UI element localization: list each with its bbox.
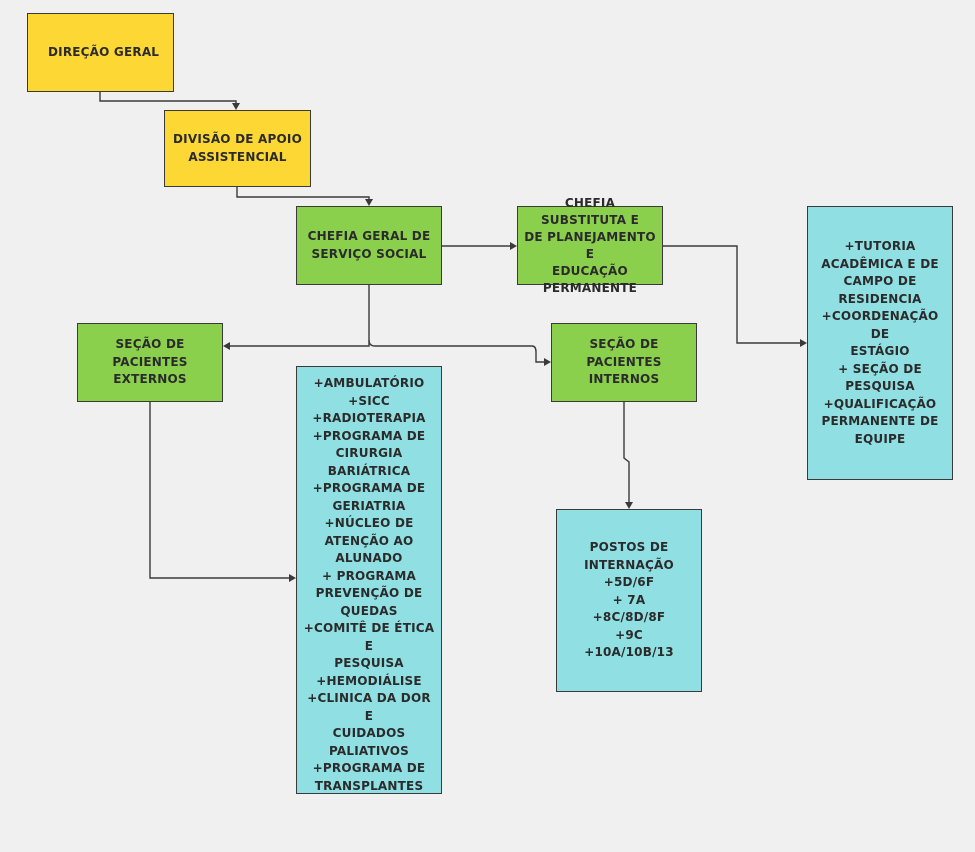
edge-externos-ambul xyxy=(149,402,289,579)
edge-direcao-divisao xyxy=(99,92,237,103)
node-label: DIVISÃO DE APOIO ASSISTENCIAL xyxy=(173,132,302,164)
arrowhead-internos xyxy=(544,358,551,366)
node-label: +TUTORIA ACADÊMICA E DE CAMPO DE RESIDEN… xyxy=(821,239,939,446)
node-secao-pacientes-internos[interactable]: SEÇÃO DE PACIENTES INTERNOS xyxy=(551,323,697,402)
arrowhead-postos xyxy=(625,502,633,509)
node-direcao-geral[interactable]: DIREÇÃO GERAL xyxy=(27,13,174,92)
arrowhead-ambul xyxy=(289,574,296,582)
arrowhead-externos xyxy=(223,342,230,350)
node-ambulatorio-programas[interactable]: +AMBULATÓRIO +SICC +RADIOTERAPIA +PROGRA… xyxy=(296,366,442,794)
node-label: POSTOS DE INTERNAÇÃO +5D/6F + 7A +8C/8D/… xyxy=(584,540,674,660)
node-label: SEÇÃO DE PACIENTES INTERNOS xyxy=(586,337,662,387)
arrowhead-divisao xyxy=(232,103,240,110)
edge-chefia-externos xyxy=(230,285,370,347)
node-tutoria-academica[interactable]: +TUTORIA ACADÊMICA E DE CAMPO DE RESIDEN… xyxy=(807,206,953,480)
node-label: CHEFIA SUBSTITUTA E DE PLANEJAMENTO E ED… xyxy=(524,195,656,295)
edge-chefia-internos xyxy=(368,339,544,363)
node-postos-internacao[interactable]: POSTOS DE INTERNAÇÃO +5D/6F + 7A +8C/8D/… xyxy=(556,509,702,692)
edge-subst-tutoria xyxy=(663,245,800,344)
arrowhead-chefia xyxy=(365,199,373,206)
node-label: +AMBULATÓRIO +SICC +RADIOTERAPIA +PROGRA… xyxy=(303,376,435,793)
node-divisao-apoio-assistencial[interactable]: DIVISÃO DE APOIO ASSISTENCIAL xyxy=(164,110,311,187)
node-secao-pacientes-externos[interactable]: SEÇÃO DE PACIENTES EXTERNOS xyxy=(77,323,223,402)
node-chefia-substituta[interactable]: CHEFIA SUBSTITUTA E DE PLANEJAMENTO E ED… xyxy=(517,196,663,295)
arrowhead-tutoria xyxy=(800,339,807,347)
node-label: CHEFIA GERAL DE SERVIÇO SOCIAL xyxy=(307,229,431,261)
node-chefia-geral-servico-social[interactable]: CHEFIA GERAL DE SERVIÇO SOCIAL xyxy=(296,206,442,285)
node-label: SEÇÃO DE PACIENTES EXTERNOS xyxy=(112,337,188,387)
edge-internos-postos xyxy=(623,402,630,502)
node-label: DIREÇÃO GERAL xyxy=(48,44,160,59)
arrowhead-subst xyxy=(510,242,517,250)
edge-divisao-chefia xyxy=(236,187,370,199)
